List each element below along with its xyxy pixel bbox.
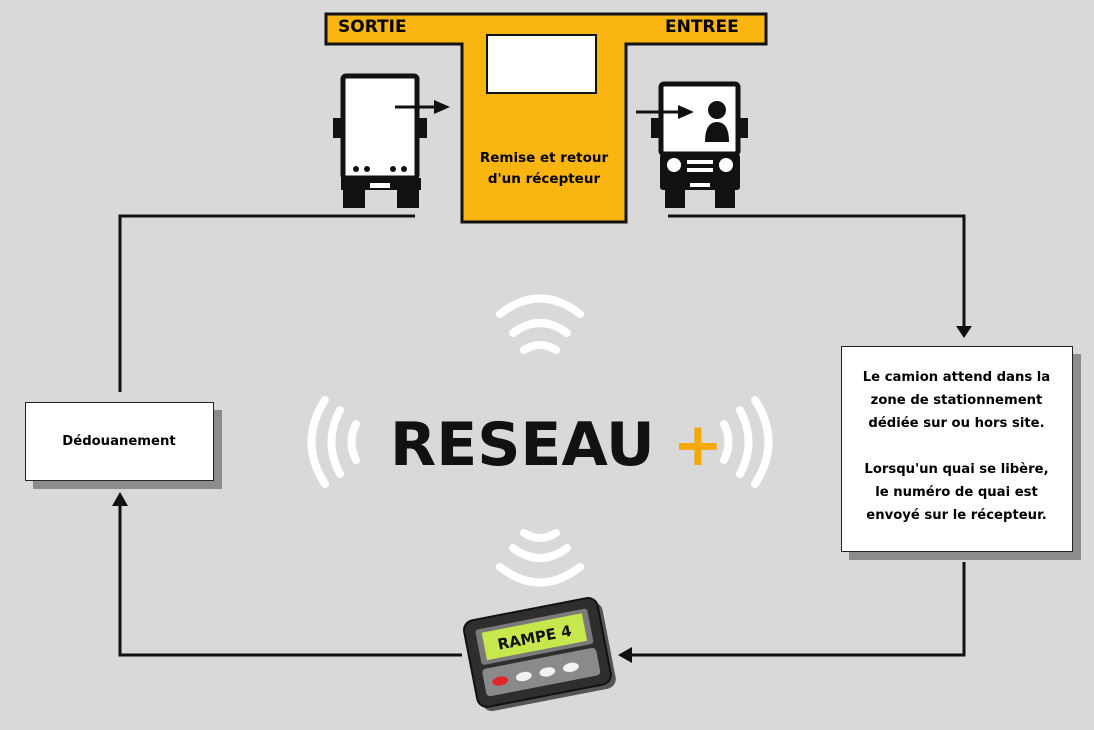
arrow-icon <box>956 326 972 338</box>
arrow-icon <box>112 492 128 506</box>
flow-line-exit-to-customs <box>118 214 415 392</box>
booth-description: Remise et retour d'un récepteur <box>479 150 609 187</box>
waiting-box: Le camion attend dans la zone de station… <box>841 346 1073 552</box>
network-label: RESEAU <box>390 410 655 480</box>
waiting-line: dédiée sur ou hors site. <box>868 416 1045 431</box>
customs-label: Dédouanement <box>62 434 176 449</box>
waiting-text: Le camion attend dans la zone de station… <box>842 366 1071 527</box>
booth-shape <box>324 12 768 224</box>
flow-line-pager-to-customs <box>118 505 462 657</box>
waiting-line: le numéro de quai est <box>875 485 1038 500</box>
waiting-line: Le camion attend dans la <box>862 370 1051 385</box>
network-plus: + <box>672 410 723 480</box>
waiting-line: Lorsqu'un quai se libère, <box>864 462 1049 477</box>
waiting-line: envoyé sur le récepteur. <box>866 508 1047 523</box>
flow-line-waiting-to-pager <box>632 562 966 657</box>
flow-line-entry-to-waiting <box>668 214 966 328</box>
entry-label: ENTREE <box>665 17 739 37</box>
customs-box: Dédouanement <box>25 402 214 481</box>
waiting-line: zone de stationnement <box>870 393 1043 408</box>
arrow-icon <box>618 647 632 663</box>
exit-label: SORTIE <box>338 17 407 37</box>
booth-window <box>486 34 597 94</box>
network-title: RESEAU+ <box>390 405 723 485</box>
